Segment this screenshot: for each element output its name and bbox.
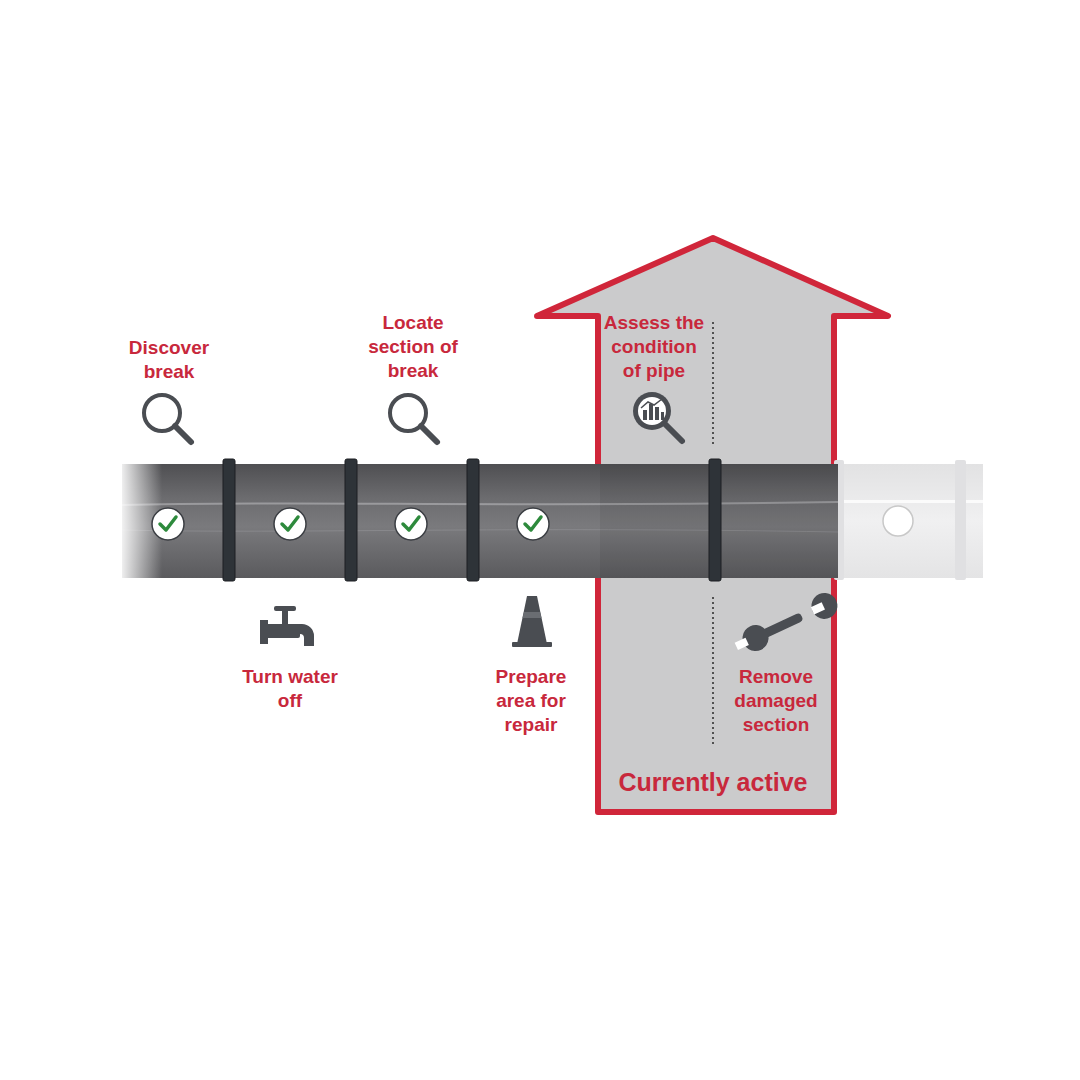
step-label: Remove damaged section <box>728 665 824 737</box>
check-circle <box>152 508 184 540</box>
check-circle <box>274 508 306 540</box>
step-label: Assess the condition of pipe <box>601 311 707 383</box>
check-mark <box>282 517 298 530</box>
step-label: Turn water off <box>229 665 351 713</box>
check-mark <box>525 517 541 530</box>
check-mark <box>403 517 419 530</box>
step-label: Prepare area for repair <box>483 665 579 737</box>
check-circle <box>395 508 427 540</box>
step-label: Locate section of break <box>357 311 469 383</box>
status-label: Currently active <box>619 767 808 797</box>
check-circle <box>517 508 549 540</box>
step-label: Discover break <box>113 336 225 384</box>
check-mark <box>160 517 176 530</box>
